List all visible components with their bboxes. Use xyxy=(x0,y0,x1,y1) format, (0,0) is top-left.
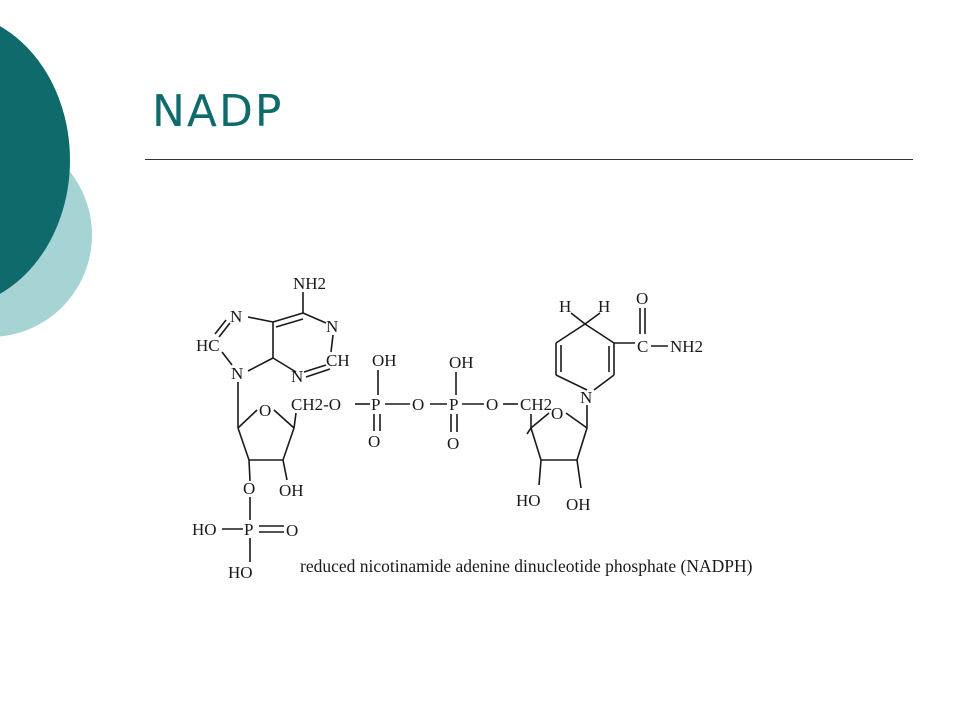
diagram-caption: reduced nicotinamide adenine dinucleotid… xyxy=(300,556,753,576)
label-o-ch2-right: O xyxy=(486,395,498,414)
label-o-p1: O xyxy=(368,432,380,451)
bottom-phosphate-bonds xyxy=(222,497,284,562)
adenine-bonds xyxy=(214,292,334,428)
left-ribose-bonds xyxy=(237,409,297,482)
label-o-phos: O xyxy=(243,479,255,498)
title-divider xyxy=(145,159,913,160)
label-h-a: H xyxy=(559,297,571,316)
label-p3: P xyxy=(244,520,253,539)
label-oh-right-sugar: OH xyxy=(566,495,591,514)
label-ho-right-sugar: HO xyxy=(516,491,541,510)
label-p1: P xyxy=(371,395,380,414)
decor-circle-dark xyxy=(0,26,70,294)
label-c-amide: C xyxy=(637,337,648,356)
right-ribose-bonds xyxy=(526,405,588,489)
label-nh2-amide: NH2 xyxy=(670,337,703,356)
nicotinamide-bonds xyxy=(555,308,668,391)
label-ring-o-left: O xyxy=(259,401,271,420)
slide-decoration xyxy=(0,26,92,337)
label-ring-o-right: O xyxy=(551,404,563,423)
label-n3: N xyxy=(291,367,303,386)
label-ch2: CH xyxy=(326,351,350,370)
label-n9: N xyxy=(231,364,243,383)
label-p2: P xyxy=(449,395,458,414)
label-nh2-top: NH2 xyxy=(293,274,326,293)
slide-title: NADP xyxy=(152,86,284,137)
label-o-p2: O xyxy=(447,434,459,453)
label-h-b: H xyxy=(598,297,610,316)
label-o-amide: O xyxy=(636,289,648,308)
label-n1: N xyxy=(326,317,338,336)
label-ho-phos: HO xyxy=(192,520,217,539)
label-ho-p3-bottom: HO xyxy=(228,563,253,582)
label-ch2-o-left: CH2-O xyxy=(291,395,341,414)
phosphate-chain-bonds xyxy=(355,370,532,432)
label-oh-p2: OH xyxy=(449,353,474,372)
label-n-nic: N xyxy=(580,388,592,407)
label-oh-left-sugar: OH xyxy=(279,481,304,500)
label-hc8: HC xyxy=(196,336,220,355)
label-o-p3: O xyxy=(286,521,298,540)
label-oh-p1: OH xyxy=(372,351,397,370)
label-ch2-right: CH2 xyxy=(520,395,552,414)
label-o-bridge: O xyxy=(412,395,424,414)
label-n7: N xyxy=(230,307,242,326)
